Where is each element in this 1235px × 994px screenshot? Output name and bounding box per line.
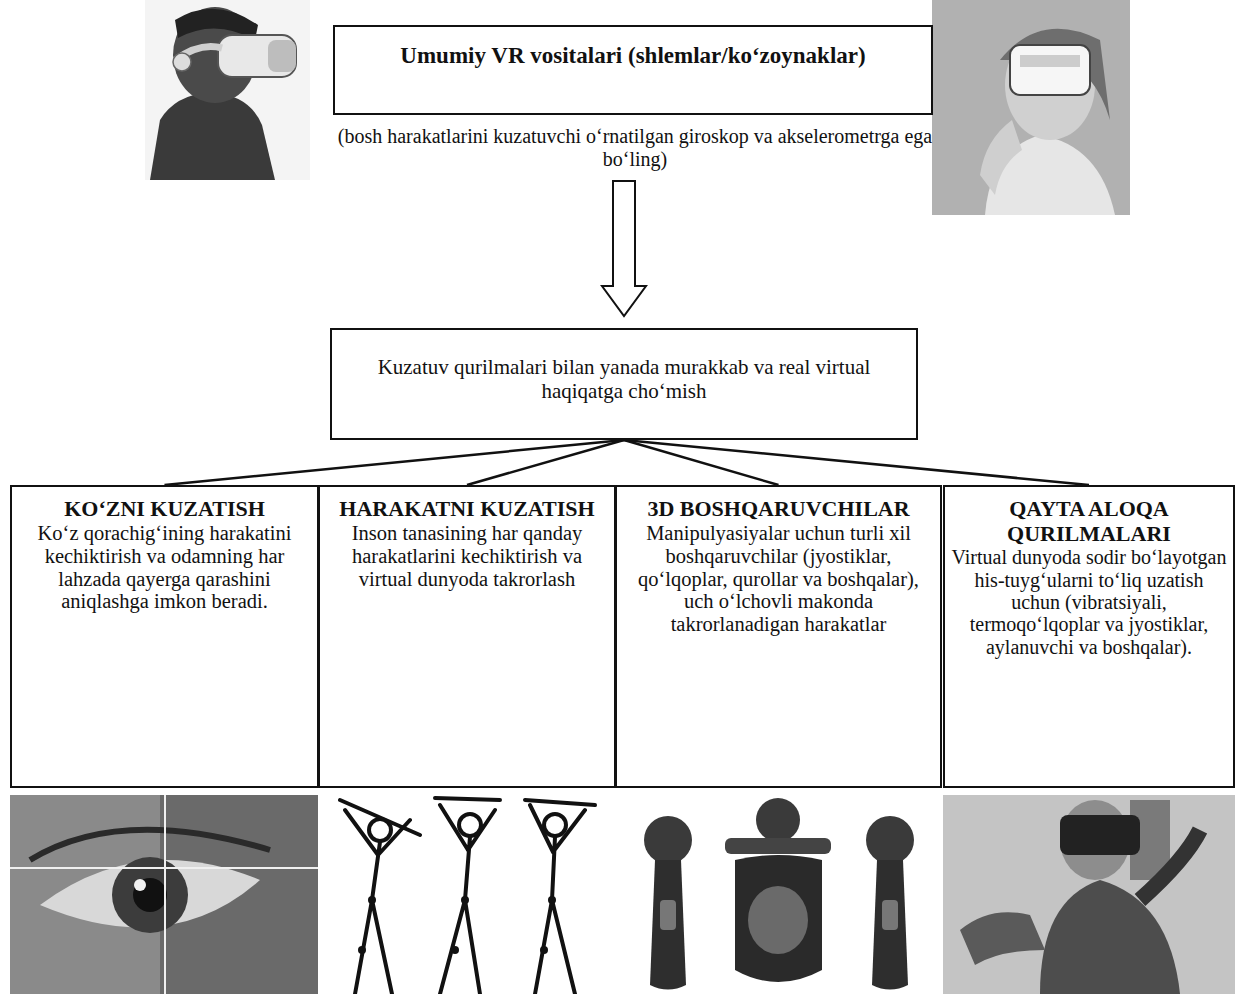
- controllers-photo-part: [660, 900, 676, 930]
- vr-woman-photo-part: [1005, 30, 1095, 140]
- vr-woman-photo-part: [980, 120, 1022, 195]
- connector: [602, 181, 646, 316]
- heading-text: 3D BOSHQARUVCHILAR: [647, 497, 909, 522]
- category-box: KO‘ZNI KUZATISHKo‘z qorachig‘ining harak…: [10, 485, 319, 788]
- controllers-photo-part: [756, 798, 800, 842]
- vr-man-photo-part: [150, 92, 275, 180]
- motion-tracking-figures: [340, 798, 595, 994]
- vr-man-photo-part: [173, 53, 191, 71]
- eye-tracking-photo-part: [10, 867, 318, 869]
- motion-tracking-figures-part-part: [540, 946, 548, 954]
- eye-tracking-photo: [10, 795, 318, 994]
- controllers-photo-part: [644, 816, 692, 864]
- category-box: HARAKATNI KUZATISHInson tanasining har q…: [318, 485, 616, 788]
- feedback-devices-photo-part: [960, 912, 1045, 965]
- eye-tracking-photo-part: [30, 830, 270, 860]
- controllers-photo: [617, 795, 940, 994]
- connector: [165, 440, 625, 485]
- motion-tracking-figures-part-part: [358, 946, 366, 954]
- heading-text: QAYTA ALOQA QURILMALARI: [951, 497, 1227, 546]
- heading-text: Umumiy VR vositalari (shlemlar/ko‘zoynak…: [400, 41, 865, 71]
- feedback-devices-photo-part: [1140, 830, 1200, 900]
- controllers-photo-part: [872, 860, 908, 990]
- body-text: Manipulyasiyalar uchun turli xil boshqar…: [623, 522, 934, 637]
- body-text: Kuzatuv qurilmalari bilan yanada murakka…: [356, 356, 892, 403]
- motion-tracking-figures-part-part: [451, 946, 459, 954]
- vr-woman-photo-part: [932, 0, 1130, 215]
- fan-line: [467, 440, 624, 485]
- motion-tracking-figures-part: [340, 800, 420, 994]
- motion-tracking-figures-part: [525, 800, 595, 994]
- fan-line: [165, 440, 625, 485]
- controllers-photo-part: [866, 816, 914, 864]
- connector: [467, 440, 624, 485]
- vr-man-photo: [145, 0, 310, 180]
- body-text: Inson tanasining har qanday harakatlarin…: [328, 522, 606, 591]
- motion-tracking-figures-part: [358, 896, 556, 954]
- controllers-photo-part: [725, 838, 831, 854]
- motion-tracking-figures-part-part: [548, 896, 556, 904]
- vr-woman-photo-part: [1010, 45, 1090, 95]
- motion-tracking-figures-part-part: [368, 896, 376, 904]
- hollow-arrow: [602, 181, 646, 316]
- feedback-devices-photo-part: [943, 795, 1235, 994]
- feedback-devices-photo: [943, 795, 1235, 994]
- body-text: Virtual dunyoda sodir bo‘layotgan his-tu…: [951, 546, 1227, 658]
- heading-text: HARAKATNI KUZATISH: [339, 497, 594, 522]
- heading-text: KO‘ZNI KUZATISH: [64, 497, 265, 522]
- vr-tools-box: Umumiy VR vositalari (shlemlar/ko‘zoynak…: [333, 25, 933, 115]
- vr-woman-photo-part: [1020, 55, 1080, 67]
- controllers-photo-part: [748, 886, 808, 954]
- connector: [624, 440, 1089, 485]
- body-text: Ko‘z qorachig‘ining harakatini kechiktir…: [20, 522, 309, 614]
- category-box: QAYTA ALOQA QURILMALARIVirtual dunyoda s…: [943, 485, 1235, 788]
- controllers-photo-part: [882, 900, 898, 930]
- eye-tracking-photo-part: [133, 878, 167, 912]
- eye-tracking-photo-part: [134, 879, 146, 891]
- eye-tracking-photo-part: [164, 795, 166, 994]
- vr-woman-photo-part: [1000, 29, 1110, 120]
- controllers-photo-part: [735, 855, 822, 982]
- motion-tracking-figures-part: [544, 814, 566, 836]
- feedback-devices-photo-part: [1060, 815, 1140, 855]
- eye-tracking-photo-part: [10, 795, 318, 994]
- fan-line: [624, 440, 1089, 485]
- vr-woman-photo-part: [932, 0, 1130, 215]
- vr-man-photo-part: [218, 35, 296, 77]
- vr-woman-photo: [932, 0, 1130, 215]
- feedback-devices-photo-part: [1040, 880, 1180, 994]
- vr-man-photo-part: [145, 0, 310, 180]
- controllers-photo-part: [617, 795, 940, 994]
- immersion-box: Kuzatuv qurilmalari bilan yanada murakka…: [330, 328, 918, 440]
- category-box: 3D BOSHQARUVCHILARManipulyasiyalar uchun…: [615, 485, 942, 788]
- note-text: (bosh harakatlarini kuzatuvchi o‘rnatilg…: [315, 125, 955, 171]
- vr-man-photo-part: [268, 40, 296, 72]
- controllers-photo-part: [650, 860, 686, 990]
- motion-tracking-figures-part-part: [461, 896, 469, 904]
- motion-tracking-figures-part: [435, 798, 500, 994]
